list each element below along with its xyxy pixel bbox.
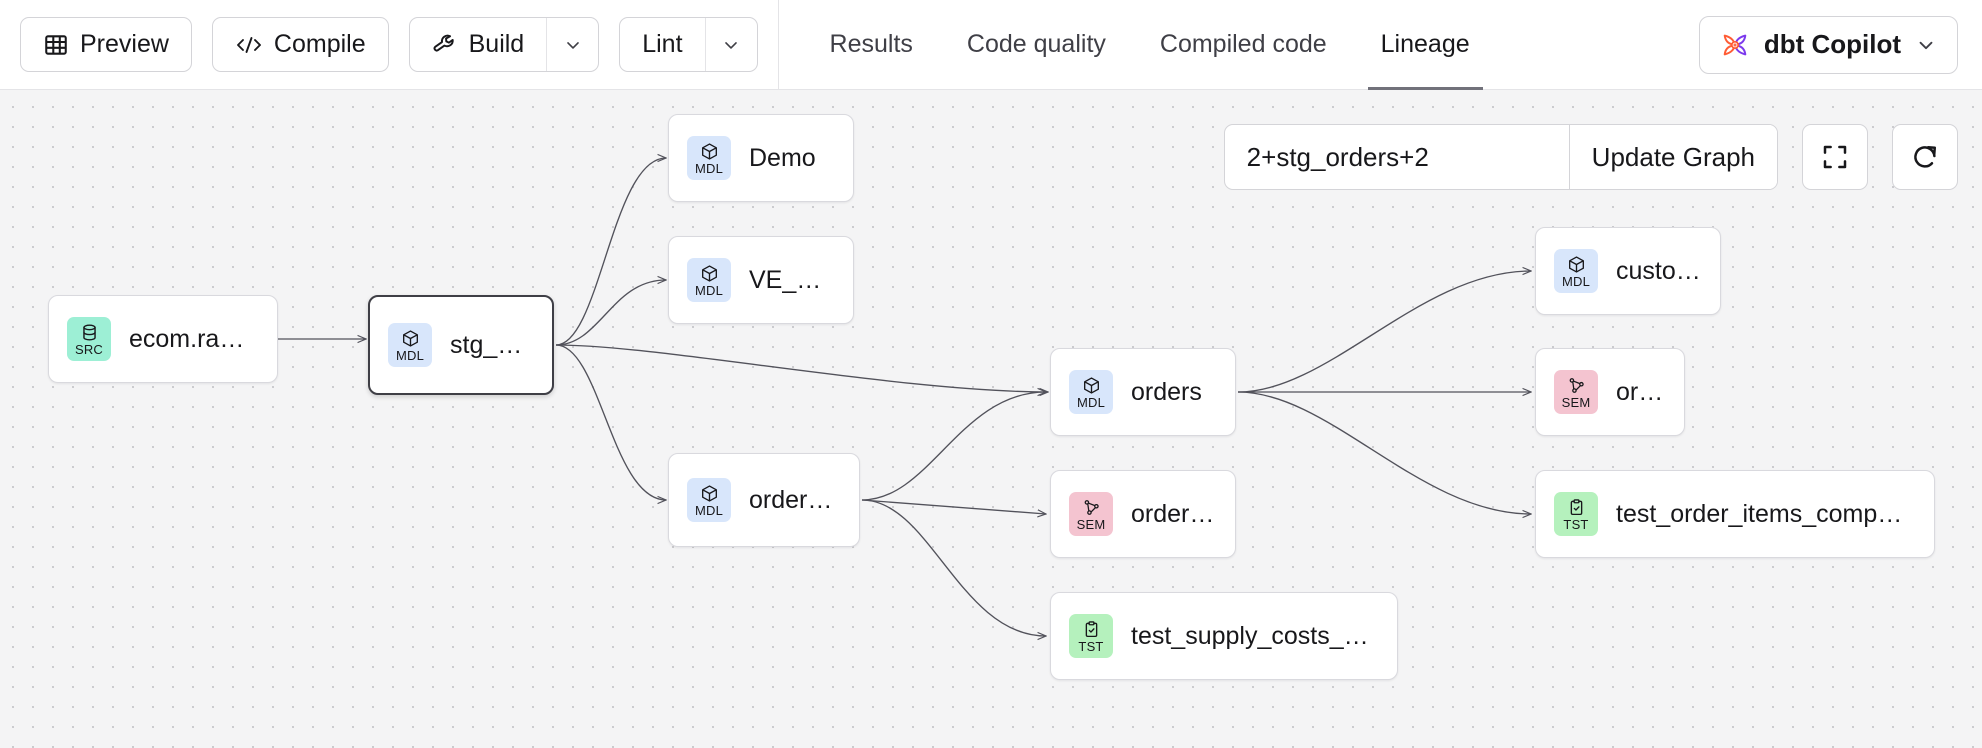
semantic-graph-icon bbox=[1567, 376, 1586, 396]
refresh-icon bbox=[1910, 142, 1940, 172]
wrench-icon bbox=[432, 32, 458, 58]
toolbar-divider bbox=[777, 0, 779, 90]
top-toolbar: Preview Compile Build bbox=[0, 0, 1982, 90]
refresh-button[interactable] bbox=[1892, 124, 1958, 190]
build-dropdown-toggle[interactable] bbox=[546, 18, 598, 71]
toolbar-right: dbt Copilot bbox=[1698, 15, 1982, 74]
build-button[interactable]: Build bbox=[410, 18, 547, 71]
graph-controls: Update Graph bbox=[1223, 124, 1958, 190]
lineage-node-demo[interactable]: MDL Demo bbox=[668, 114, 854, 202]
table-icon bbox=[43, 32, 69, 58]
tab-lineage[interactable]: Lineage bbox=[1354, 0, 1497, 90]
cube-icon bbox=[1567, 255, 1586, 275]
cube-icon bbox=[700, 484, 719, 504]
node-type-badge-label: MDL bbox=[694, 282, 724, 298]
lineage-node-orders_sem[interactable]: SEM orders bbox=[1535, 348, 1685, 436]
node-type-badge-label: MDL bbox=[694, 502, 724, 518]
node-type-badge-label: MDL bbox=[1076, 394, 1106, 410]
toolbar-action-buttons: Preview Compile Build bbox=[0, 0, 758, 90]
lineage-node-customers[interactable]: MDL customers bbox=[1535, 227, 1721, 315]
update-graph-button[interactable]: Update Graph bbox=[1568, 125, 1777, 189]
lineage-node-label: test_order_items_compute_to_bools_c… bbox=[1616, 499, 1916, 528]
database-icon bbox=[80, 323, 99, 343]
node-type-badge-sem: SEM bbox=[1069, 492, 1113, 536]
chevron-down-icon bbox=[721, 35, 741, 55]
cube-icon bbox=[700, 142, 719, 162]
fullscreen-button[interactable] bbox=[1802, 124, 1868, 190]
build-button-label: Build bbox=[468, 30, 525, 58]
compile-button[interactable]: Compile bbox=[211, 17, 389, 72]
chevron-down-icon bbox=[563, 35, 583, 55]
lineage-node-ve_demo[interactable]: MDL VE_Demo bbox=[668, 236, 854, 324]
lineage-node-label: order_items bbox=[749, 485, 841, 514]
node-selector-input[interactable] bbox=[1224, 125, 1569, 189]
clipboard-check-icon bbox=[1082, 620, 1101, 640]
tab-results-label: Results bbox=[829, 30, 913, 58]
lineage-node-label: Demo bbox=[749, 143, 816, 172]
node-selector-group: Update Graph bbox=[1223, 124, 1778, 190]
node-type-badge-label: MDL bbox=[1561, 273, 1591, 289]
tab-code-quality-label: Code quality bbox=[966, 30, 1106, 58]
code-icon bbox=[235, 33, 263, 57]
dbt-copilot-icon bbox=[1720, 30, 1750, 60]
node-type-badge-mdl: MDL bbox=[1069, 370, 1113, 414]
cube-icon bbox=[1082, 376, 1101, 396]
lineage-node-label: order_item bbox=[1131, 499, 1217, 528]
lineage-node-orders_mdl[interactable]: MDL orders bbox=[1050, 348, 1236, 436]
semantic-graph-icon bbox=[1082, 498, 1101, 518]
lineage-node-label: VE_Demo bbox=[749, 265, 835, 294]
lineage-node-ecom_raw_orders[interactable]: SRC ecom.raw_orders bbox=[48, 295, 278, 383]
tab-compiled-code-label: Compiled code bbox=[1159, 30, 1327, 58]
lint-dropdown-toggle[interactable] bbox=[704, 18, 757, 71]
preview-button-label: Preview bbox=[80, 30, 169, 58]
lineage-node-label: orders bbox=[1131, 377, 1202, 406]
node-type-badge-label: TST bbox=[1078, 638, 1104, 654]
node-type-badge-tst: TST bbox=[1554, 492, 1598, 536]
lineage-node-order_items[interactable]: MDL order_items bbox=[668, 453, 860, 547]
cube-icon bbox=[401, 329, 420, 349]
node-type-badge-label: SEM bbox=[1561, 394, 1591, 410]
node-type-badge-sem: SEM bbox=[1554, 370, 1598, 414]
lint-button-label: Lint bbox=[642, 30, 683, 58]
lineage-node-order_item_sem[interactable]: SEM order_item bbox=[1050, 470, 1236, 558]
lineage-node-label: stg_orders bbox=[450, 330, 534, 359]
build-split-button: Build bbox=[408, 17, 600, 72]
tab-lineage-label: Lineage bbox=[1380, 30, 1470, 58]
fullscreen-icon bbox=[1820, 142, 1850, 172]
tab-results[interactable]: Results bbox=[803, 0, 940, 90]
lineage-node-test_order_items[interactable]: TST test_order_items_compute_to_bools_c… bbox=[1535, 470, 1935, 558]
chevron-down-icon bbox=[1915, 34, 1937, 56]
tab-code-quality[interactable]: Code quality bbox=[940, 0, 1133, 90]
lineage-node-test_supply_costs[interactable]: TST test_supply_costs_sum_correctly bbox=[1050, 592, 1398, 680]
node-type-badge-mdl: MDL bbox=[687, 136, 731, 180]
panel-tabs: Results Code quality Compiled code Linea… bbox=[779, 0, 1699, 90]
clipboard-check-icon bbox=[1567, 498, 1586, 518]
preview-button[interactable]: Preview bbox=[20, 17, 192, 72]
node-type-badge-label: SEM bbox=[1076, 516, 1106, 532]
compile-button-label: Compile bbox=[273, 30, 366, 58]
tab-compiled-code[interactable]: Compiled code bbox=[1133, 0, 1354, 90]
node-type-badge-label: MDL bbox=[395, 347, 425, 363]
lineage-node-label: orders bbox=[1616, 377, 1666, 406]
lineage-node-label: ecom.raw_orders bbox=[129, 324, 259, 353]
node-type-badge-mdl: MDL bbox=[1554, 249, 1598, 293]
lineage-node-label: test_supply_costs_sum_correctly bbox=[1131, 621, 1379, 650]
node-type-badge-label: SRC bbox=[74, 341, 104, 357]
node-type-badge-label: MDL bbox=[694, 160, 724, 176]
lint-button[interactable]: Lint bbox=[620, 18, 704, 71]
node-type-badge-mdl: MDL bbox=[388, 323, 432, 367]
node-type-badge-label: TST bbox=[1563, 516, 1589, 532]
node-type-badge-mdl: MDL bbox=[687, 478, 731, 522]
lint-split-button: Lint bbox=[619, 17, 758, 72]
update-graph-label: Update Graph bbox=[1591, 141, 1755, 172]
lineage-node-label: customers bbox=[1616, 256, 1702, 285]
dbt-copilot-label: dbt Copilot bbox=[1763, 29, 1901, 59]
node-type-badge-tst: TST bbox=[1069, 614, 1113, 658]
dbt-copilot-button[interactable]: dbt Copilot bbox=[1698, 15, 1958, 74]
cube-icon bbox=[700, 264, 719, 284]
node-type-badge-mdl: MDL bbox=[687, 258, 731, 302]
lineage-node-stg_orders[interactable]: MDL stg_orders bbox=[368, 295, 554, 395]
node-type-badge-src: SRC bbox=[67, 317, 111, 361]
